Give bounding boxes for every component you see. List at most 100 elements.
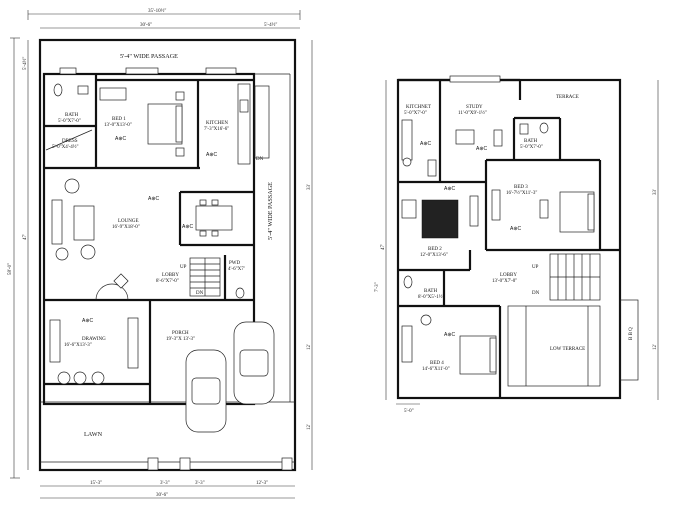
dim-ff-left: 47' <box>381 244 386 250</box>
kitchen-counter <box>237 83 251 165</box>
pwd-size: 4'-6"X7' <box>228 267 245 272</box>
plot-boundary <box>38 38 297 472</box>
toilet-icon <box>403 275 413 289</box>
bed-headboard <box>489 337 497 373</box>
car-icon <box>233 321 275 405</box>
dim-right-b: 12' <box>307 344 312 350</box>
bath3-label: BATH <box>524 139 537 144</box>
porch-size: 19'-3"X 13'-3" <box>166 337 195 342</box>
first-floor-plan: 47' 7'-3" 33' 12' 5'-0" KITCHNET 5'-0"X7… <box>375 75 659 414</box>
bed1-label: BED 1 <box>112 117 126 122</box>
passage-top-label: 5'-4" WIDE PASSAGE <box>120 53 178 60</box>
terrace-label: TERRACE <box>556 95 579 100</box>
ff-dn-label: DN <box>532 291 540 296</box>
wardrobe-icon <box>539 199 549 219</box>
bed4-size: 14'-6"X11'-0" <box>422 367 450 372</box>
bbq-area <box>619 299 639 381</box>
dress-diagonal <box>45 129 93 151</box>
coffee-table-icon <box>73 205 95 241</box>
plant-icon <box>113 273 129 289</box>
lawn-label: LAWN <box>84 431 103 438</box>
dim-bottom-inner: 30'-6" <box>156 493 168 498</box>
pwd-label: PWD <box>229 261 241 266</box>
dim-gate-a: 3'-3" <box>160 481 170 486</box>
bed-headboard <box>175 105 183 143</box>
bath4-label: BATH <box>424 289 437 294</box>
chair-icon <box>57 371 71 385</box>
bed3-label: BED 3 <box>514 185 528 190</box>
switch-cross-icon: A⊕C <box>420 141 432 147</box>
wardrobe-icon <box>99 87 127 101</box>
ff-up-label: UP <box>532 265 539 270</box>
dim-left-inner: 47' <box>23 234 28 240</box>
gate-post <box>147 457 159 471</box>
sofa-icon <box>127 317 139 369</box>
dn-label: DN <box>256 157 264 162</box>
switch-cross-icon: A⊕C <box>115 136 127 142</box>
low-terrace-area <box>507 305 601 387</box>
dresser-icon <box>491 189 501 221</box>
sofa-icon <box>49 319 61 363</box>
toilet-icon <box>235 287 245 299</box>
dim-gate-b: 3'-3" <box>195 481 205 486</box>
switch-cross-icon: A⊕C <box>206 152 218 158</box>
bookshelf-icon <box>493 129 503 147</box>
dim-top-outer: 35'-10½" <box>148 9 166 14</box>
chair-icon <box>55 247 69 261</box>
chair-icon <box>199 230 207 237</box>
study-label: STUDY <box>466 105 483 110</box>
chair-icon <box>64 178 80 194</box>
desk-icon <box>455 129 475 145</box>
gate-post <box>281 457 293 471</box>
chair-icon <box>80 244 96 260</box>
bbq-label: B B Q <box>629 327 634 340</box>
toilet-icon <box>539 122 549 134</box>
kitchenet-label: KITCHNET <box>406 105 431 110</box>
ff-lobby-label: LOBBY <box>500 273 517 278</box>
dim-left-outer: 58'-0" <box>8 263 13 275</box>
bed3-size: 16'-7½"X11'-3" <box>506 191 537 196</box>
dim-right-a: 33' <box>307 184 312 190</box>
switch-cross-icon: A⊕C <box>82 318 94 324</box>
bath-label: BATH <box>65 113 78 118</box>
kitchenet-size: 5'-0"X7'-0" <box>404 111 427 116</box>
toilet-icon <box>53 83 63 97</box>
kitchen-size: 7'-3"X16'-6" <box>204 127 229 132</box>
dim-bottom-left: 15'-3" <box>90 481 102 486</box>
dim-top-inner: 30'-6" <box>140 23 152 28</box>
side-table-icon <box>401 199 417 219</box>
side-table-icon <box>175 147 185 157</box>
stove-icon <box>239 99 249 113</box>
lounge-size: 16'-9"X18'-0" <box>112 225 140 230</box>
bed4-label: BED 4 <box>430 361 444 366</box>
dim-side-a: 5'-4½" <box>23 57 28 70</box>
switch-cross-icon: A⊕C <box>148 196 160 202</box>
up-label: UP <box>180 265 187 270</box>
bed2-size: 12'-0"X13'-6" <box>420 253 448 258</box>
kitchen-counter <box>401 119 413 161</box>
passage-side-label: 5'-4" WIDE PASSAGE <box>267 182 274 240</box>
study-size: 11'-0"X9'-1½" <box>458 111 487 116</box>
chair-icon <box>211 199 219 206</box>
window <box>449 75 501 83</box>
dress-size: 5'-0"X4'-4½" <box>52 145 79 150</box>
side-table-icon <box>175 91 185 101</box>
sink-icon <box>402 157 412 167</box>
drawing-size: 16'-6"X13'-3" <box>64 343 92 348</box>
wardrobe-icon <box>401 325 413 363</box>
window <box>125 67 159 75</box>
ff-lobby-size: 13'-0"X7'-0" <box>492 279 517 284</box>
wardrobe-icon <box>469 195 479 227</box>
switch-cross-icon: A⊕C <box>476 146 488 152</box>
stair-icon <box>254 85 270 159</box>
fridge-icon <box>427 159 437 177</box>
dim-ff-bottom-a: 5'-0" <box>404 409 414 414</box>
switch-cross-icon: A⊕C <box>444 332 456 338</box>
basin-icon <box>77 85 89 95</box>
switch-cross-icon: A⊕C <box>510 226 522 232</box>
switch-cross-icon: A⊕C <box>182 224 194 230</box>
kitchen-label: KITCHEN <box>206 121 228 126</box>
stair-icon <box>549 253 601 301</box>
bed-icon <box>421 199 459 239</box>
